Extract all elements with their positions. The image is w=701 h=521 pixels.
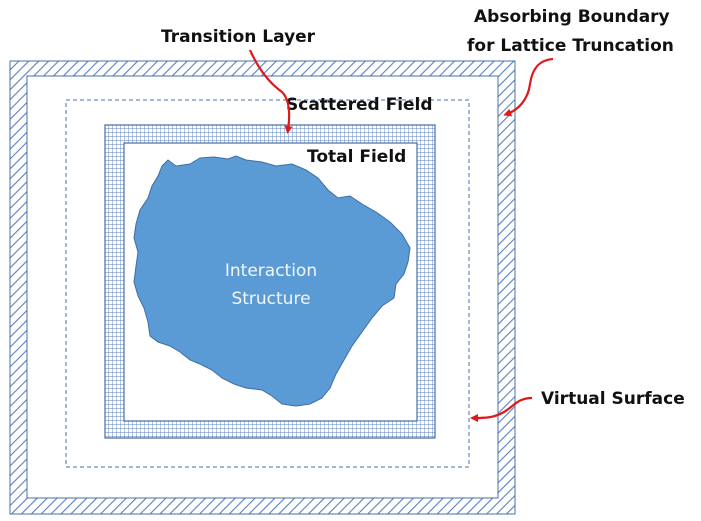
absorbing-boundary-label-line1: Absorbing Boundary bbox=[474, 7, 670, 27]
virtual-surface-label: Virtual Surface bbox=[541, 389, 685, 409]
virtual-surface-arrow bbox=[470, 396, 533, 422]
absorbing-boundary-region bbox=[9, 60, 516, 515]
structure-label-line1: Interaction bbox=[225, 261, 317, 281]
transition-layer-region bbox=[104, 124, 436, 439]
absorbing-boundary-arrow bbox=[503, 57, 554, 117]
scattered-field-label: Scattered Field bbox=[286, 95, 433, 115]
absorbing-boundary-label-line2: for Lattice Truncation bbox=[467, 36, 674, 56]
total-field-label: Total Field bbox=[307, 147, 406, 167]
transition-layer-arrow bbox=[248, 49, 293, 134]
transition-layer-label: Transition Layer bbox=[161, 27, 316, 47]
interaction-structure-shape bbox=[133, 155, 411, 407]
structure-label-line2: Structure bbox=[231, 289, 310, 309]
